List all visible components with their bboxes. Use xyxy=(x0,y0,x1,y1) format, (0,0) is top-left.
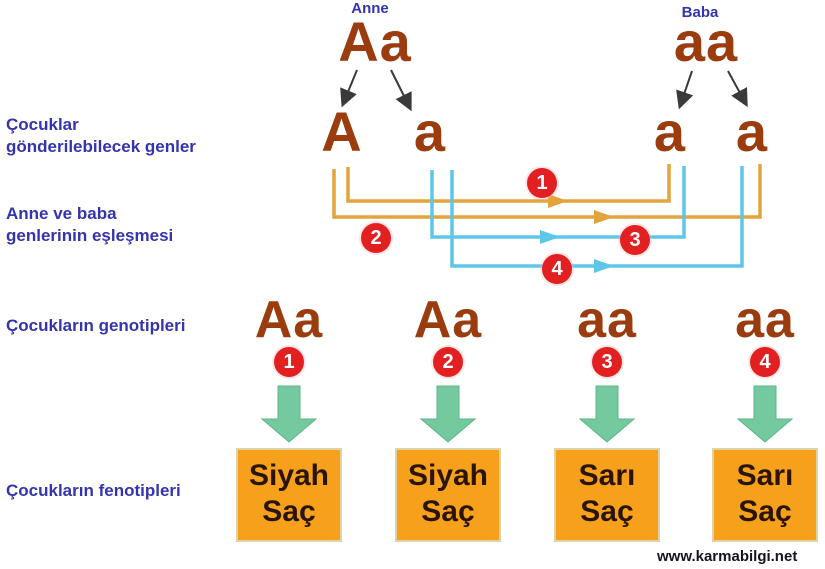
label-matching-line-2: genlerinin eşleşmesi xyxy=(6,226,174,245)
watermark: www.karmabilgi.net xyxy=(657,548,798,565)
father-allele-1: a xyxy=(653,100,687,163)
mating-2-arrowhead xyxy=(594,210,614,224)
phenotype-4-line-2: Saç xyxy=(738,495,792,528)
phenotype-arrow-4 xyxy=(736,385,794,443)
child-genotype-1: Aa xyxy=(254,291,324,349)
child-badge-4: 4 xyxy=(750,347,780,377)
label-matching-line-1: Anne ve baba xyxy=(6,204,117,223)
phenotype-1-line-2: Saç xyxy=(262,495,316,528)
mating-1-line xyxy=(346,164,671,203)
child-genotype-2: Aa xyxy=(413,291,483,349)
child-genotype-3: aa xyxy=(577,291,637,349)
mating-3-line xyxy=(430,166,686,239)
mating-badge-3: 3 xyxy=(620,225,650,255)
mother-allele2-arrow xyxy=(390,69,412,112)
mother-label: Anne xyxy=(351,0,389,17)
phenotype-2-line-1: Siyah xyxy=(407,459,489,492)
mating-1-arrowhead xyxy=(548,194,568,208)
child-badge-1: 1 xyxy=(274,347,304,377)
mother-genotype: Aa xyxy=(338,10,412,73)
mating-badge-4: 4 xyxy=(542,254,572,284)
label-genes-line-1: Çocuklar xyxy=(6,115,79,134)
father-allele-2: a xyxy=(735,100,769,163)
mating-4-arrowhead xyxy=(594,259,614,273)
mating-3-arrowhead xyxy=(540,230,560,244)
child-badge-3: 3 xyxy=(592,347,622,377)
label-genes-line-2: gönderilebilecek genler xyxy=(6,137,196,156)
mating-4-line xyxy=(450,166,744,268)
mother-allele-1: A xyxy=(321,100,363,163)
label-gene-matching: Anne ve baba genlerinin eşleşmesi xyxy=(6,203,173,247)
phenotype-box-1: Siyah Saç xyxy=(236,448,342,542)
phenotype-arrow-1 xyxy=(260,385,318,443)
phenotype-box-4: Sarı Saç xyxy=(712,448,818,542)
phenotype-arrow-2 xyxy=(419,385,477,443)
father-genotype: aa xyxy=(673,10,739,73)
phenotype-4-line-1: Sarı xyxy=(736,459,794,492)
label-child-phenotypes: Çocukların fenotipleri xyxy=(6,481,181,500)
phenotype-arrow-3 xyxy=(578,385,636,443)
mother-allele1-arrow xyxy=(340,69,358,108)
mating-badge-2: 2 xyxy=(361,223,391,253)
phenotype-2-line-2: Saç xyxy=(421,495,475,528)
father-label: Baba xyxy=(681,4,719,21)
label-genes-to-children: Çocuklar gönderilebilecek genler xyxy=(6,114,196,158)
child-genotype-4: aa xyxy=(735,291,795,349)
phenotype-1-line-1: Siyah xyxy=(248,459,330,492)
phenotype-3-line-1: Sarı xyxy=(578,459,636,492)
child-badge-2: 2 xyxy=(433,347,463,377)
label-child-genotypes: Çocukların genotipleri xyxy=(6,316,186,335)
phenotype-box-2: Siyah Saç xyxy=(395,448,501,542)
mother-allele-2: a xyxy=(413,100,447,163)
mating-badge-1: 1 xyxy=(527,168,557,198)
phenotype-3-line-2: Saç xyxy=(580,495,634,528)
phenotype-box-3: Sarı Saç xyxy=(554,448,660,542)
